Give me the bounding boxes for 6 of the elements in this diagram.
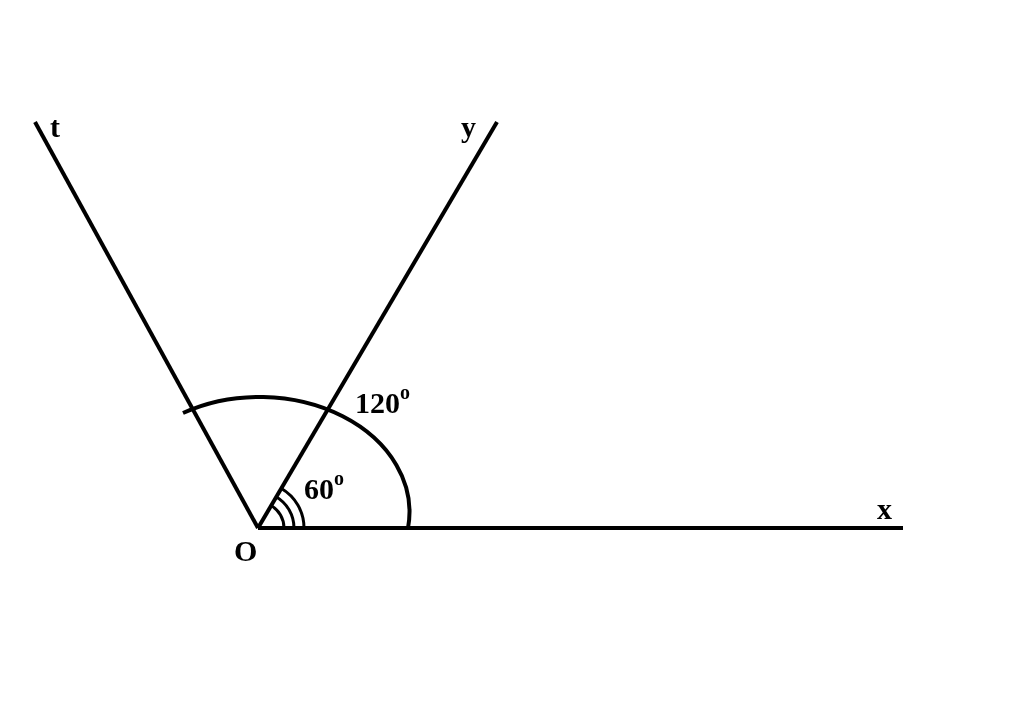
point-label: x: [877, 494, 892, 524]
point-label: y: [461, 112, 476, 142]
angle-label: 120$^{o}$: [355, 388, 410, 418]
point-label: t: [50, 112, 60, 142]
point-label: O: [234, 536, 258, 566]
angle-label: 60$^{o}$: [304, 474, 344, 504]
